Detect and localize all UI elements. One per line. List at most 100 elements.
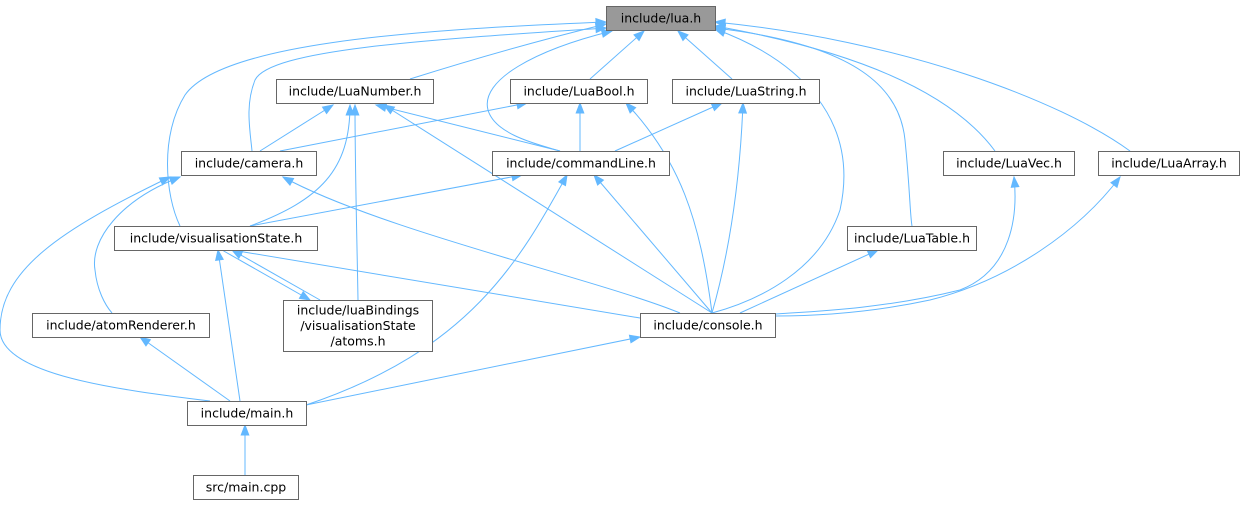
edge-main-to-console xyxy=(305,334,642,406)
node-luabindings[interactable]: include/luaBindings/visualisationState/a… xyxy=(283,300,433,352)
node-luanumber[interactable]: include/LuaNumber.h xyxy=(276,79,434,104)
arrowhead xyxy=(676,30,689,42)
edge-atomrenderer-to-camera xyxy=(93,176,182,314)
edge-maincpp-to-main xyxy=(240,423,250,475)
edge-main-to-atomrenderer xyxy=(138,336,231,402)
node-box xyxy=(943,151,1075,176)
edge-luabool-to-lua xyxy=(589,30,646,80)
edge-line xyxy=(249,104,351,227)
node-commandline[interactable]: include/commandLine.h xyxy=(492,151,670,176)
edge-line xyxy=(354,104,359,301)
arrowhead xyxy=(713,18,726,28)
edge-luaarray-to-lua xyxy=(713,18,1131,152)
node-label: include/LuaNumber.h xyxy=(289,84,422,99)
node-label: include/commandLine.h xyxy=(506,156,656,171)
edge-line xyxy=(217,249,241,402)
edge-camera-to-luanumber xyxy=(259,104,335,152)
node-box xyxy=(181,151,317,176)
arrowhead xyxy=(158,176,172,186)
node-box xyxy=(187,401,307,426)
edge-main-to-commandline xyxy=(305,173,568,406)
node-box xyxy=(606,6,716,31)
edge-line xyxy=(714,21,1131,152)
node-luastring[interactable]: include/LuaString.h xyxy=(672,79,820,104)
arrowhead xyxy=(298,290,312,301)
node-label: include/LuaVec.h xyxy=(956,156,1062,171)
edge-line xyxy=(139,336,231,402)
node-luabool[interactable]: include/LuaBool.h xyxy=(510,79,648,104)
arrowhead xyxy=(593,173,605,186)
arrowhead xyxy=(628,334,642,344)
arrowhead xyxy=(710,102,724,112)
node-label: include/LuaString.h xyxy=(685,84,806,99)
node-maincpp[interactable]: src/main.cpp xyxy=(193,475,299,500)
edge-line xyxy=(714,27,913,227)
node-camera[interactable]: include/camera.h xyxy=(181,151,317,176)
node-label: include/atomRenderer.h xyxy=(46,318,196,333)
arrowhead xyxy=(138,336,152,347)
edge-console-to-commandline xyxy=(593,173,713,314)
edge-line xyxy=(486,30,613,152)
node-main[interactable]: include/main.h xyxy=(187,401,307,426)
edge-line xyxy=(625,102,713,314)
edge-main-to-camera xyxy=(0,176,211,402)
node-label: include/camera.h xyxy=(195,156,304,171)
edge-line xyxy=(589,30,645,80)
edge-console-to-luastring xyxy=(711,101,748,314)
node-box xyxy=(276,79,434,104)
node-visstate[interactable]: include/visualisationState.h xyxy=(114,226,318,251)
node-luaarray[interactable]: include/LuaArray.h xyxy=(1098,151,1240,176)
node-luatable[interactable]: include/LuaTable.h xyxy=(847,226,977,251)
edge-line xyxy=(305,336,641,406)
edge-commandline-to-luabool xyxy=(575,101,585,151)
node-label: include/LuaBool.h xyxy=(523,84,634,99)
edge-console-to-luabool xyxy=(625,101,713,314)
edge-line xyxy=(305,174,568,406)
node-lua[interactable]: include/lua.h xyxy=(606,6,716,31)
edges-layer xyxy=(0,17,1131,475)
arrowhead xyxy=(240,423,250,436)
arrowhead xyxy=(633,30,646,42)
edge-line xyxy=(614,102,723,152)
edge-console-to-camera xyxy=(281,176,681,314)
arrowhead xyxy=(738,101,748,114)
arrowhead xyxy=(625,101,637,114)
node-atomrenderer[interactable]: include/atomRenderer.h xyxy=(32,313,210,338)
arrowhead xyxy=(575,101,585,114)
arrowhead xyxy=(1010,175,1020,188)
arrowhead xyxy=(713,28,727,37)
edge-line xyxy=(677,30,733,80)
edge-line xyxy=(279,102,528,152)
node-box xyxy=(847,226,977,251)
node-box xyxy=(510,79,648,104)
edge-line xyxy=(711,102,744,314)
node-console[interactable]: include/console.h xyxy=(640,313,776,338)
node-luavec[interactable]: include/LuaVec.h xyxy=(943,151,1075,176)
node-label: /atoms.h xyxy=(330,334,385,349)
edge-main-to-visstate xyxy=(215,248,241,402)
node-label: include/LuaArray.h xyxy=(1111,156,1227,171)
edge-line xyxy=(375,104,561,152)
node-label: include/lua.h xyxy=(621,11,701,26)
edge-line xyxy=(282,176,681,314)
edge-console-to-luaarray xyxy=(774,175,1121,317)
edge-visstate-to-luabindings xyxy=(221,249,312,301)
edge-line xyxy=(409,23,607,80)
edge-line xyxy=(0,176,211,402)
node-label: include/visualisationState.h xyxy=(130,231,303,246)
edge-line xyxy=(93,176,181,314)
node-label: src/main.cpp xyxy=(206,480,286,495)
edge-line xyxy=(711,28,845,314)
arrowhead xyxy=(866,249,880,259)
arrowhead xyxy=(321,104,335,115)
arrowhead xyxy=(168,176,182,185)
edge-console-to-lua xyxy=(711,28,845,314)
arrowhead xyxy=(350,103,360,116)
edge-line xyxy=(249,174,523,227)
edge-luatable-to-lua xyxy=(713,24,913,227)
arrowhead xyxy=(382,104,396,115)
arrowhead xyxy=(281,176,295,187)
node-box xyxy=(32,313,210,338)
edge-line xyxy=(259,104,334,152)
